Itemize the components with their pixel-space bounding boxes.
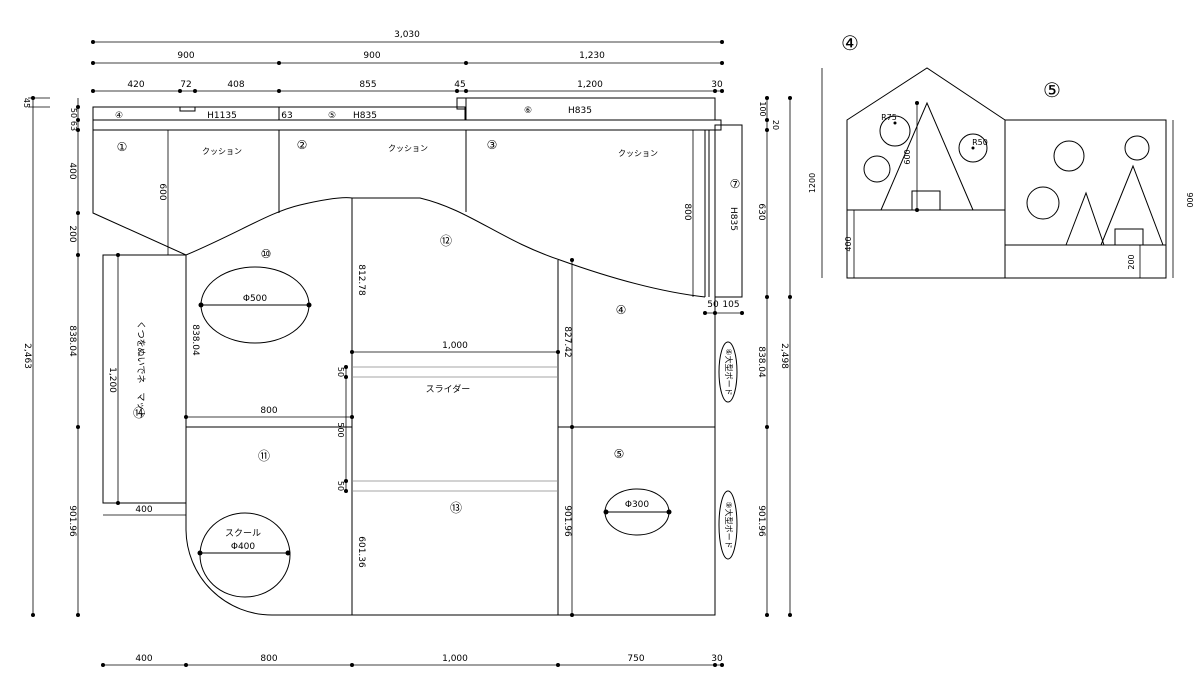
dim-left-838: 838.04: [67, 325, 77, 357]
hole-300-label: Φ300: [625, 500, 650, 510]
strip-63: 63: [281, 111, 292, 121]
dim-855: 855: [359, 80, 376, 90]
dim-800-middle: 800: [260, 406, 277, 416]
dim-left-63: 63: [69, 121, 78, 131]
dim-right-total: 2,498: [779, 343, 789, 369]
dim-bottom-30: 30: [711, 654, 723, 664]
inset-dim-200: 200: [1127, 254, 1136, 269]
dim-bottom-750: 750: [627, 654, 644, 664]
cushion-3-number: ③: [487, 138, 498, 152]
dim-right-901: 901.96: [756, 505, 766, 537]
hole-500-label: Φ500: [243, 294, 268, 304]
inset-r50: R50: [972, 138, 988, 147]
strip-5-number: ⑤: [328, 111, 336, 121]
column-7-number: ⑦: [730, 177, 741, 191]
dim-top-900-a: 900: [177, 51, 194, 61]
dim-panel12-height: 812.78: [356, 264, 366, 296]
inset-elevation: [821, 67, 1174, 279]
dim-45: 45: [454, 80, 465, 90]
cushion-outlines: [92, 124, 744, 315]
shelf-14-number: ⑭: [133, 406, 145, 420]
dim-408: 408: [227, 80, 244, 90]
strip-6-height: H835: [568, 106, 592, 116]
strip-6-number: ⑥: [524, 106, 532, 116]
dim-30: 30: [711, 80, 723, 90]
dim-right-20: 20: [771, 120, 780, 130]
cushion-2-label: クッション: [388, 144, 428, 153]
dim-left-total: 2,463: [22, 343, 32, 369]
inset-r75: R75: [881, 113, 897, 122]
inset-5-number: ⑤: [1043, 78, 1061, 102]
dim-right-838: 838.04: [756, 346, 766, 378]
school-label: スクール: [225, 528, 261, 539]
cushion-3-label: クッション: [618, 149, 658, 158]
inset-dim-400: 400: [844, 236, 853, 251]
cushion-1-number: ①: [117, 140, 128, 154]
board-tag-upper: ⑥大型ボード: [724, 348, 734, 395]
dim-overall-width: 3,030: [394, 30, 420, 40]
dim-left-400: 400: [67, 162, 77, 179]
dim-1200: 1,200: [577, 80, 603, 90]
panel-13-number: ⑬: [450, 501, 462, 515]
dim-bottom-800: 800: [260, 654, 277, 664]
dim-left-901: 901.96: [67, 505, 77, 537]
dim-slider-50-a: 50: [336, 367, 345, 377]
panel-12-number: ⑫: [440, 234, 452, 248]
dim-panel5-height: 901.96: [562, 505, 572, 537]
dim-cushion-600: 600: [157, 183, 167, 200]
dim-left-45: 45: [22, 98, 31, 108]
top-dimension-lines: [91, 40, 724, 93]
hole-400-label: Φ400: [231, 542, 256, 552]
dim-slider-50-b: 50: [336, 481, 345, 491]
dim-shelf-400: 400: [135, 505, 152, 515]
dim-right-100: 100: [758, 101, 767, 116]
right-dimension-lines: [765, 96, 792, 617]
dim-left-200: 200: [67, 225, 77, 242]
shelf-mat-label: くつをぬいでネ マット: [135, 321, 146, 420]
dim-72: 72: [180, 80, 191, 90]
inset-4-number: ④: [841, 31, 859, 55]
dim-col-50: 50: [707, 300, 719, 310]
main-panels: [102, 198, 738, 617]
dim-col-105: 105: [722, 300, 739, 310]
dim-420: 420: [127, 80, 144, 90]
dim-slider-500: 500: [336, 422, 345, 437]
cushion-1-label: クッション: [202, 147, 242, 156]
inset-dim-600: 600: [903, 149, 912, 164]
left-dimension-lines: [28, 96, 80, 617]
strip-4-height: H1135: [207, 111, 237, 121]
dim-top-900-b: 900: [363, 51, 380, 61]
dim-shelf-1200: 1,200: [107, 367, 117, 393]
strip-5-height: H835: [353, 111, 377, 121]
dim-top-1230: 1,230: [579, 51, 605, 61]
inset-dim-1200: 1200: [808, 173, 817, 193]
dim-bottom-400: 400: [135, 654, 152, 664]
cushion-2-number: ②: [297, 138, 308, 152]
panel-5-number: ⑤: [614, 447, 625, 461]
dim-slider-width: 1,000: [442, 341, 468, 351]
inset-dim-900: 900: [1185, 192, 1194, 207]
dim-panel13-height: 601.36: [356, 536, 366, 568]
column-7-height: H835: [728, 207, 738, 231]
dim-panel4-height: 827.42: [562, 326, 572, 358]
slider-label: スライダー: [426, 383, 471, 395]
panel-4-number: ④: [616, 303, 627, 317]
panel-11-number: ⑪: [258, 449, 270, 463]
bottom-dimension-lines: [101, 663, 724, 667]
dim-left-50: 50: [69, 108, 78, 118]
top-strips: [92, 97, 722, 131]
dim-panel10-height: 838.04: [190, 324, 200, 356]
panel-10-number: ⑩: [261, 247, 272, 261]
board-tag-lower: ⑨大型ボード: [724, 501, 734, 548]
strip-4-number: ④: [115, 111, 123, 121]
dim-bottom-1000: 1,000: [442, 654, 468, 664]
dim-right-630: 630: [756, 203, 766, 220]
dim-cushion-800: 800: [682, 203, 692, 220]
